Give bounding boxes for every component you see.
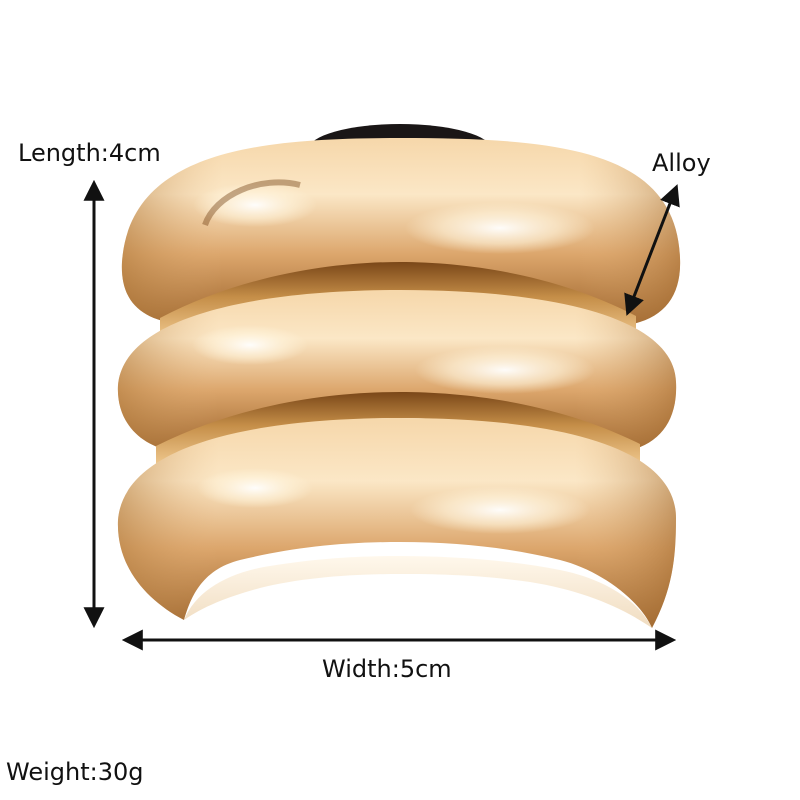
- ring-ridge-top: [121, 138, 681, 326]
- ring-inner-band: [184, 556, 652, 628]
- ring-groove-upper: [160, 262, 636, 340]
- length-label: Length:4cm: [18, 139, 161, 167]
- ring-ridge-bottom: [117, 418, 676, 628]
- width-label: Width:5cm: [322, 655, 452, 683]
- material-label: Alloy: [652, 149, 711, 177]
- alloy-arrow: [624, 184, 680, 316]
- weight-label: Weight:30g: [6, 758, 144, 786]
- ring-groove-lower: [156, 392, 640, 466]
